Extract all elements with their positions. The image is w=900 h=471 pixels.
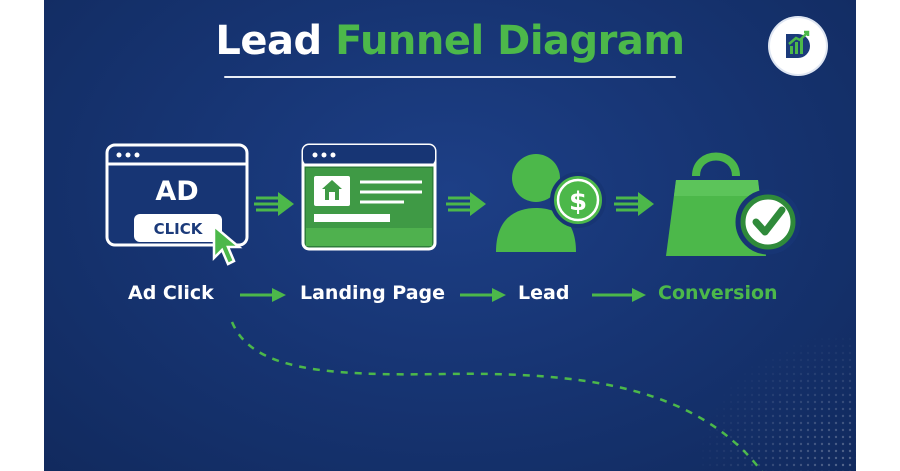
- shopping-bag-check-icon: [666, 152, 801, 256]
- ad-big-text: AD: [155, 176, 198, 207]
- title-part-white: Lead: [215, 18, 322, 64]
- stage-label-ad-click: Ad Click: [128, 282, 214, 304]
- page-title: Lead Funnel Diagram: [44, 18, 856, 64]
- title-part-green: Funnel Diagram: [335, 18, 685, 64]
- label-arrow-icon: [460, 288, 506, 302]
- ad-click-button-text: CLICK: [154, 220, 204, 238]
- stage-label-conversion: Conversion: [658, 282, 778, 304]
- diagram-canvas: Lead Funnel Diagram AD CLICK: [44, 0, 856, 471]
- flow-arrow-icon: [446, 192, 486, 216]
- stage-label-landing-page: Landing Page: [300, 282, 446, 304]
- lead-person-icon: $: [496, 154, 606, 252]
- label-arrow-icon: [592, 288, 646, 302]
- flow-arrow-icon: [254, 192, 294, 216]
- decorative-dot-pattern: [694, 330, 856, 471]
- flow-arrow-icon: [614, 192, 654, 216]
- ad-browser-icon: AD CLICK: [105, 143, 249, 266]
- brand-logo: [770, 18, 826, 74]
- title-underline: [224, 76, 676, 78]
- landing-page-icon: [301, 143, 437, 251]
- brand-logo-icon: [786, 30, 810, 58]
- svg-text:$: $: [569, 187, 587, 217]
- stage-label-lead: Lead: [518, 282, 570, 304]
- label-arrow-icon: [240, 288, 286, 302]
